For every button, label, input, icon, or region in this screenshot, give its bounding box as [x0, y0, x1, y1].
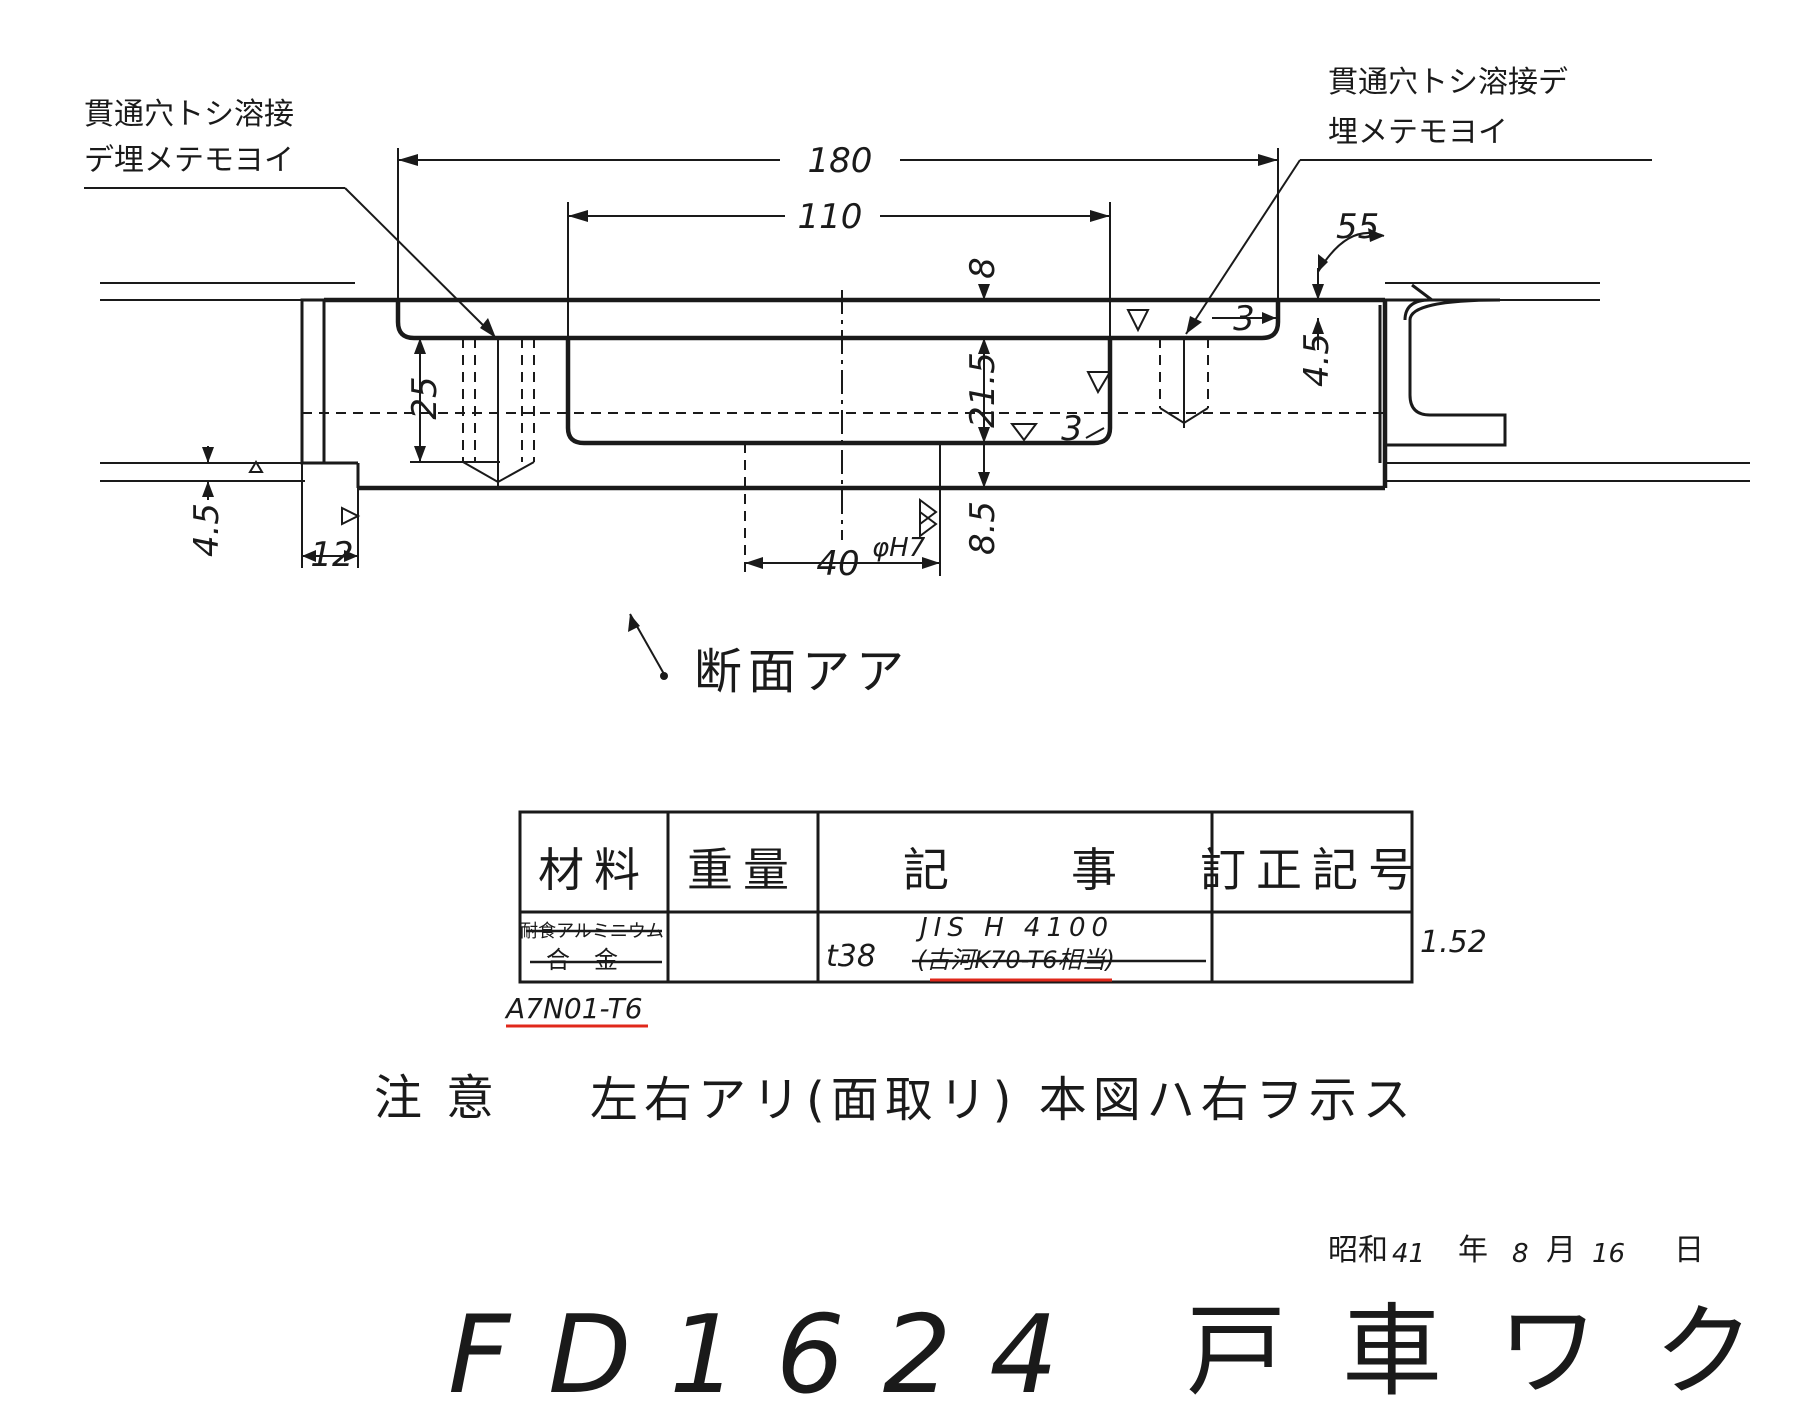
weld-symbol-2: [1086, 371, 1112, 395]
header-material: 材料: [538, 843, 650, 897]
callout-left: 貫通穴トシ溶接 デ埋メテモヨイ: [84, 97, 497, 339]
table-frame: [518, 810, 1414, 984]
dim-3-inner: 3: [1061, 409, 1083, 449]
callout-left-line2: デ埋メテモヨイ: [84, 143, 294, 178]
dim-3-right: 3: [1233, 299, 1255, 339]
dim-180: 180: [808, 141, 873, 181]
dim-21-5: 21.5: [963, 352, 1003, 428]
title-block: FD1624 戸車ワク: [448, 1293, 1796, 1418]
remark-standard: JIS H 4100: [915, 913, 1114, 943]
dim-4-5-right: 4.5: [1297, 333, 1337, 387]
header-weight: 重量: [687, 843, 799, 897]
weld-symbol-1: [1126, 309, 1150, 333]
callout-right-line2: 埋メテモヨイ: [1328, 115, 1508, 150]
material-value: A7N01-T6: [504, 992, 643, 1025]
callout-right-line1: 貫通穴トシ溶接デ: [1328, 65, 1568, 100]
dim-110: 110: [798, 197, 863, 237]
dim-40-tolerance: φH7: [872, 533, 926, 563]
section-label-text: 断面アア: [694, 644, 910, 700]
date-day: 16: [1592, 1239, 1625, 1269]
date-month: 8: [1512, 1239, 1529, 1269]
note: 注意 左右アリ(面取リ) 本図ハ右ヲ示ス: [374, 1070, 1417, 1128]
date-day-unit: 日: [1674, 1233, 1704, 1268]
weld-symbol-3: [1010, 423, 1038, 442]
section-label: 断面アア: [628, 613, 910, 700]
section-view: [100, 282, 1750, 576]
dimensions: 180 110 8 21.5 8.5 25 4.5: [187, 141, 1385, 584]
right-tapped-hole: [1159, 338, 1209, 428]
callout-right: 貫通穴トシ溶接デ 埋メテモヨイ: [1185, 65, 1652, 335]
date-year-unit: 年: [1458, 1233, 1488, 1268]
material-struck-2: 合金: [546, 946, 642, 974]
dim-55: 55: [1336, 207, 1379, 247]
dim-25: 25: [405, 376, 445, 419]
weld-symbol-6: [919, 498, 938, 538]
recess-pocket: [565, 338, 1113, 446]
right-channel: [1385, 298, 1507, 447]
bore-hidden: [744, 290, 941, 576]
side-value: 1.52: [1420, 925, 1487, 960]
dim-8: 8: [963, 257, 1003, 279]
chamfer-55: [1395, 283, 1437, 302]
date-year: 41: [1392, 1239, 1425, 1269]
recess-upper: [395, 300, 1281, 341]
dim-4-5-left: 4.5: [187, 503, 227, 557]
material-table: 材料 重量 記 事 訂正記号 耐食アルミニウム 合金 t38 JIS H 410…: [504, 810, 1487, 1028]
header-revision: 訂正記号: [1200, 843, 1424, 897]
remark-prefix: t38: [826, 939, 876, 974]
weld-symbol-4: [248, 460, 264, 473]
date-era: 昭和: [1328, 1233, 1388, 1268]
weld-symbol-5: [341, 506, 361, 526]
title-code: FD1624: [448, 1293, 1096, 1418]
dim-40: 40: [816, 544, 859, 584]
date: 昭和 41 年 8 月 16 日: [1328, 1233, 1704, 1269]
title-name: 戸車ワク: [1186, 1293, 1796, 1410]
dim-8-5: 8.5: [963, 501, 1003, 555]
header-remarks: 記 事: [903, 843, 1127, 897]
dim-12: 12: [310, 535, 353, 575]
note-text: 左右アリ(面取リ) 本図ハ右ヲ示ス: [590, 1072, 1417, 1128]
callout-left-line1: 貫通穴トシ溶接: [84, 97, 294, 132]
left-flange: [300, 298, 326, 465]
date-month-unit: 月: [1546, 1233, 1576, 1268]
note-label: 注意: [374, 1070, 518, 1126]
